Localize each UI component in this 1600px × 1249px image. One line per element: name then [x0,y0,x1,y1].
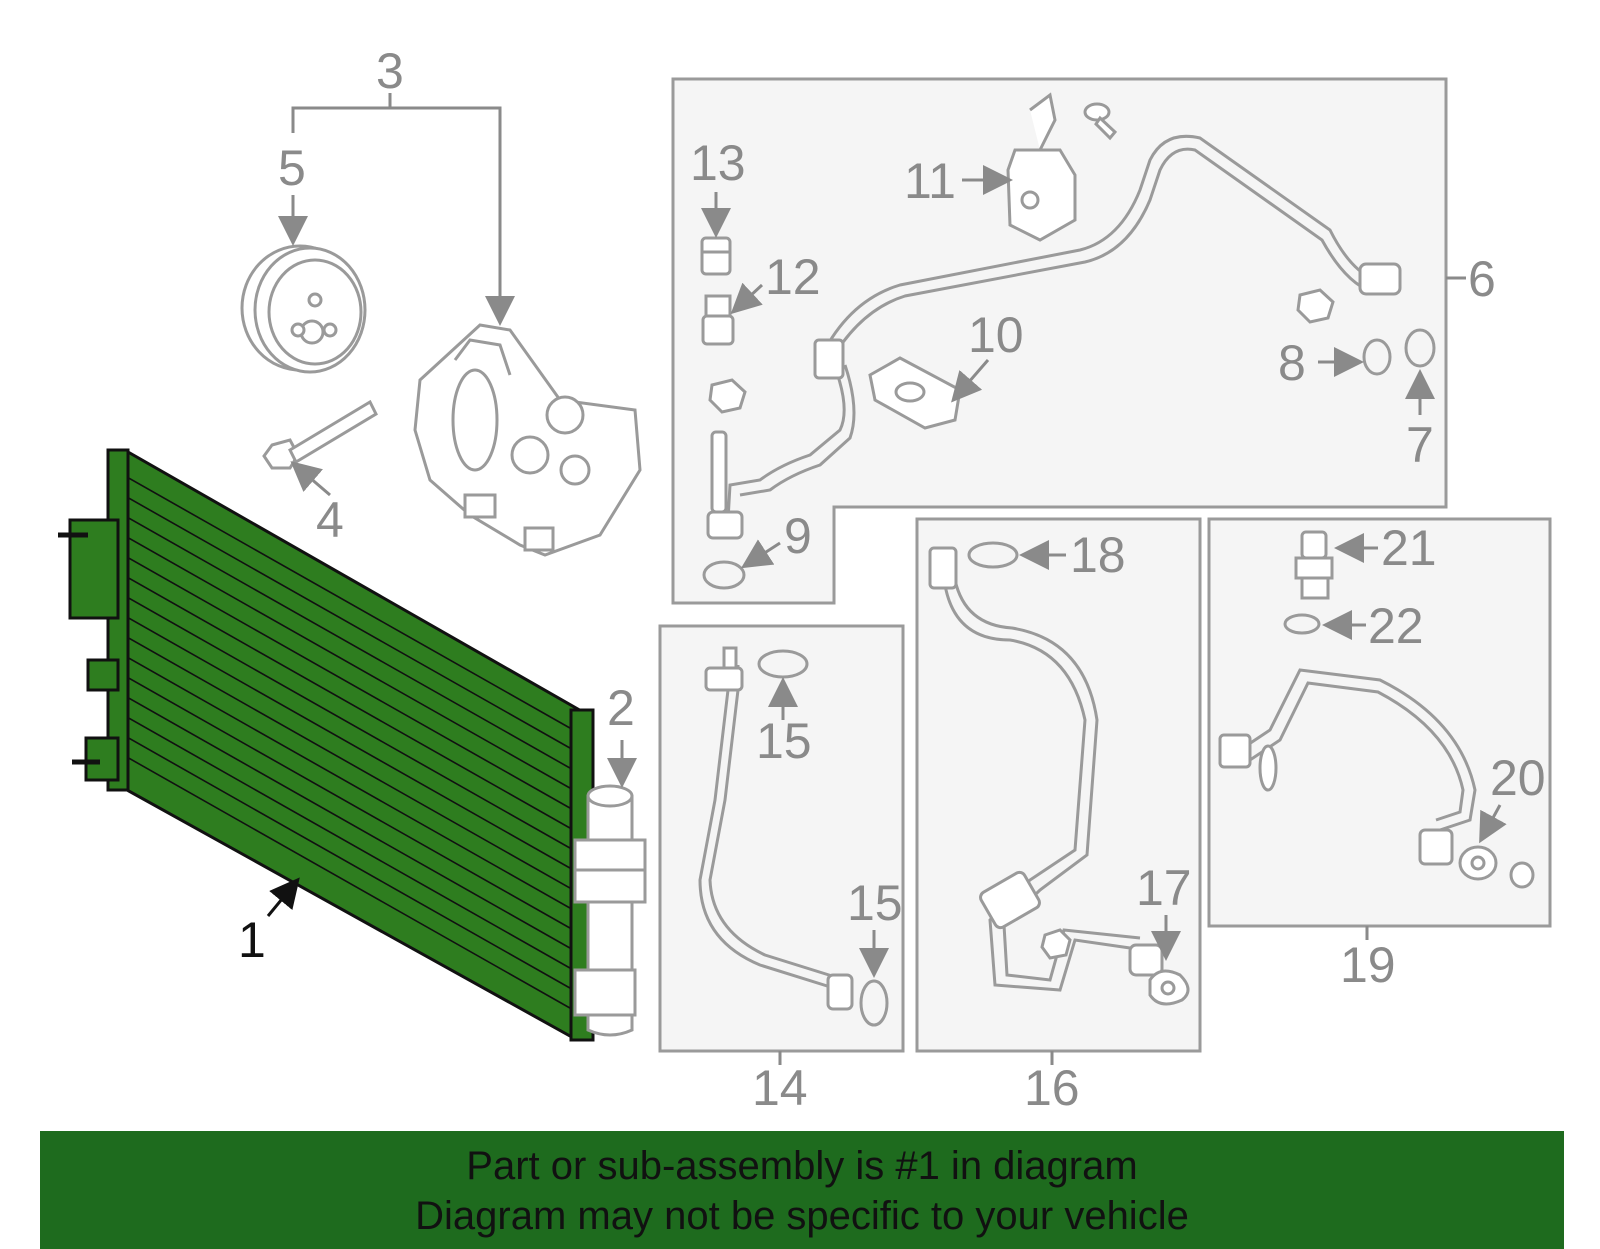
line-part-16 [943,579,1141,992]
panel-group-19 [1207,517,1552,928]
callout-9: 9 [784,508,812,564]
line-part-19 [1239,668,1477,832]
callout-7: 7 [1406,417,1434,473]
gasket-part-17 [1148,969,1190,1006]
callout-1: 1 [238,912,266,968]
leader-4 [290,461,331,497]
banner-line-1: Part or sub-assembly is #1 in diagram [466,1144,1138,1188]
seal-part-22 [1283,613,1321,635]
fitting-part-16 [928,546,1164,977]
valve-core-part-12 [701,294,735,346]
fitting-part-6-end [813,262,1402,380]
nut-part-6 [708,288,1335,414]
seal-part-18 [967,541,1019,569]
leader-20 [1479,804,1507,844]
line-assembly-part-6 [726,134,1376,521]
fitting-part-14 [704,646,854,1011]
plate-part-10 [868,356,962,430]
pulley-part-5 [240,244,367,374]
fitting-part-19 [1218,733,1454,866]
callout-14: 14 [752,1060,808,1116]
callout-15-bottom: 15 [847,875,903,931]
bolt-part-4 [262,399,378,470]
condenser-part-1 [58,448,595,1042]
callout-18: 18 [1070,527,1126,583]
callout-11: 11 [904,153,956,209]
panel-group-6 [671,77,1448,605]
callout-12: 12 [765,249,821,305]
callout-2: 2 [607,680,635,736]
receiver-drier-part-2 [573,784,647,1037]
callout-3: 3 [376,43,404,99]
callout-5: 5 [278,140,306,196]
callout-15-top: 15 [756,713,812,769]
switch-part-21 [1294,530,1334,600]
leader-10 [951,359,990,403]
info-banner: Part or sub-assembly is #1 in diagram Di… [40,1131,1564,1249]
callout-10: 10 [968,307,1024,363]
callout-13: 13 [690,135,746,191]
compressor-part-3 [413,323,642,557]
screw-part-11b [1083,102,1118,141]
callout-6: 6 [1468,251,1496,307]
banner-line-2: Diagram may not be specific to your vehi… [415,1194,1189,1238]
seal-part-8 [1362,338,1392,376]
gasket-part-20 [1458,845,1535,889]
callout-16: 16 [1024,1060,1080,1116]
callout-22: 22 [1368,598,1424,654]
seal-part-15-bottom [859,979,889,1027]
valve-cap-part-13 [700,236,732,276]
seal-part-7 [1404,328,1436,368]
callout-8: 8 [1278,335,1306,391]
leader-1 [266,877,300,917]
callout-20: 20 [1490,750,1546,806]
line-part-14 [698,665,846,992]
callout-19: 19 [1340,937,1396,993]
leader-3 [291,106,515,326]
callout-17: 17 [1136,860,1192,916]
callout-4: 4 [316,492,344,548]
leader-9 [740,539,781,569]
leader-12 [730,282,764,315]
callout-21: 21 [1381,520,1437,576]
pipe-end-part-6 [706,430,744,540]
seal-part-9 [702,560,746,590]
